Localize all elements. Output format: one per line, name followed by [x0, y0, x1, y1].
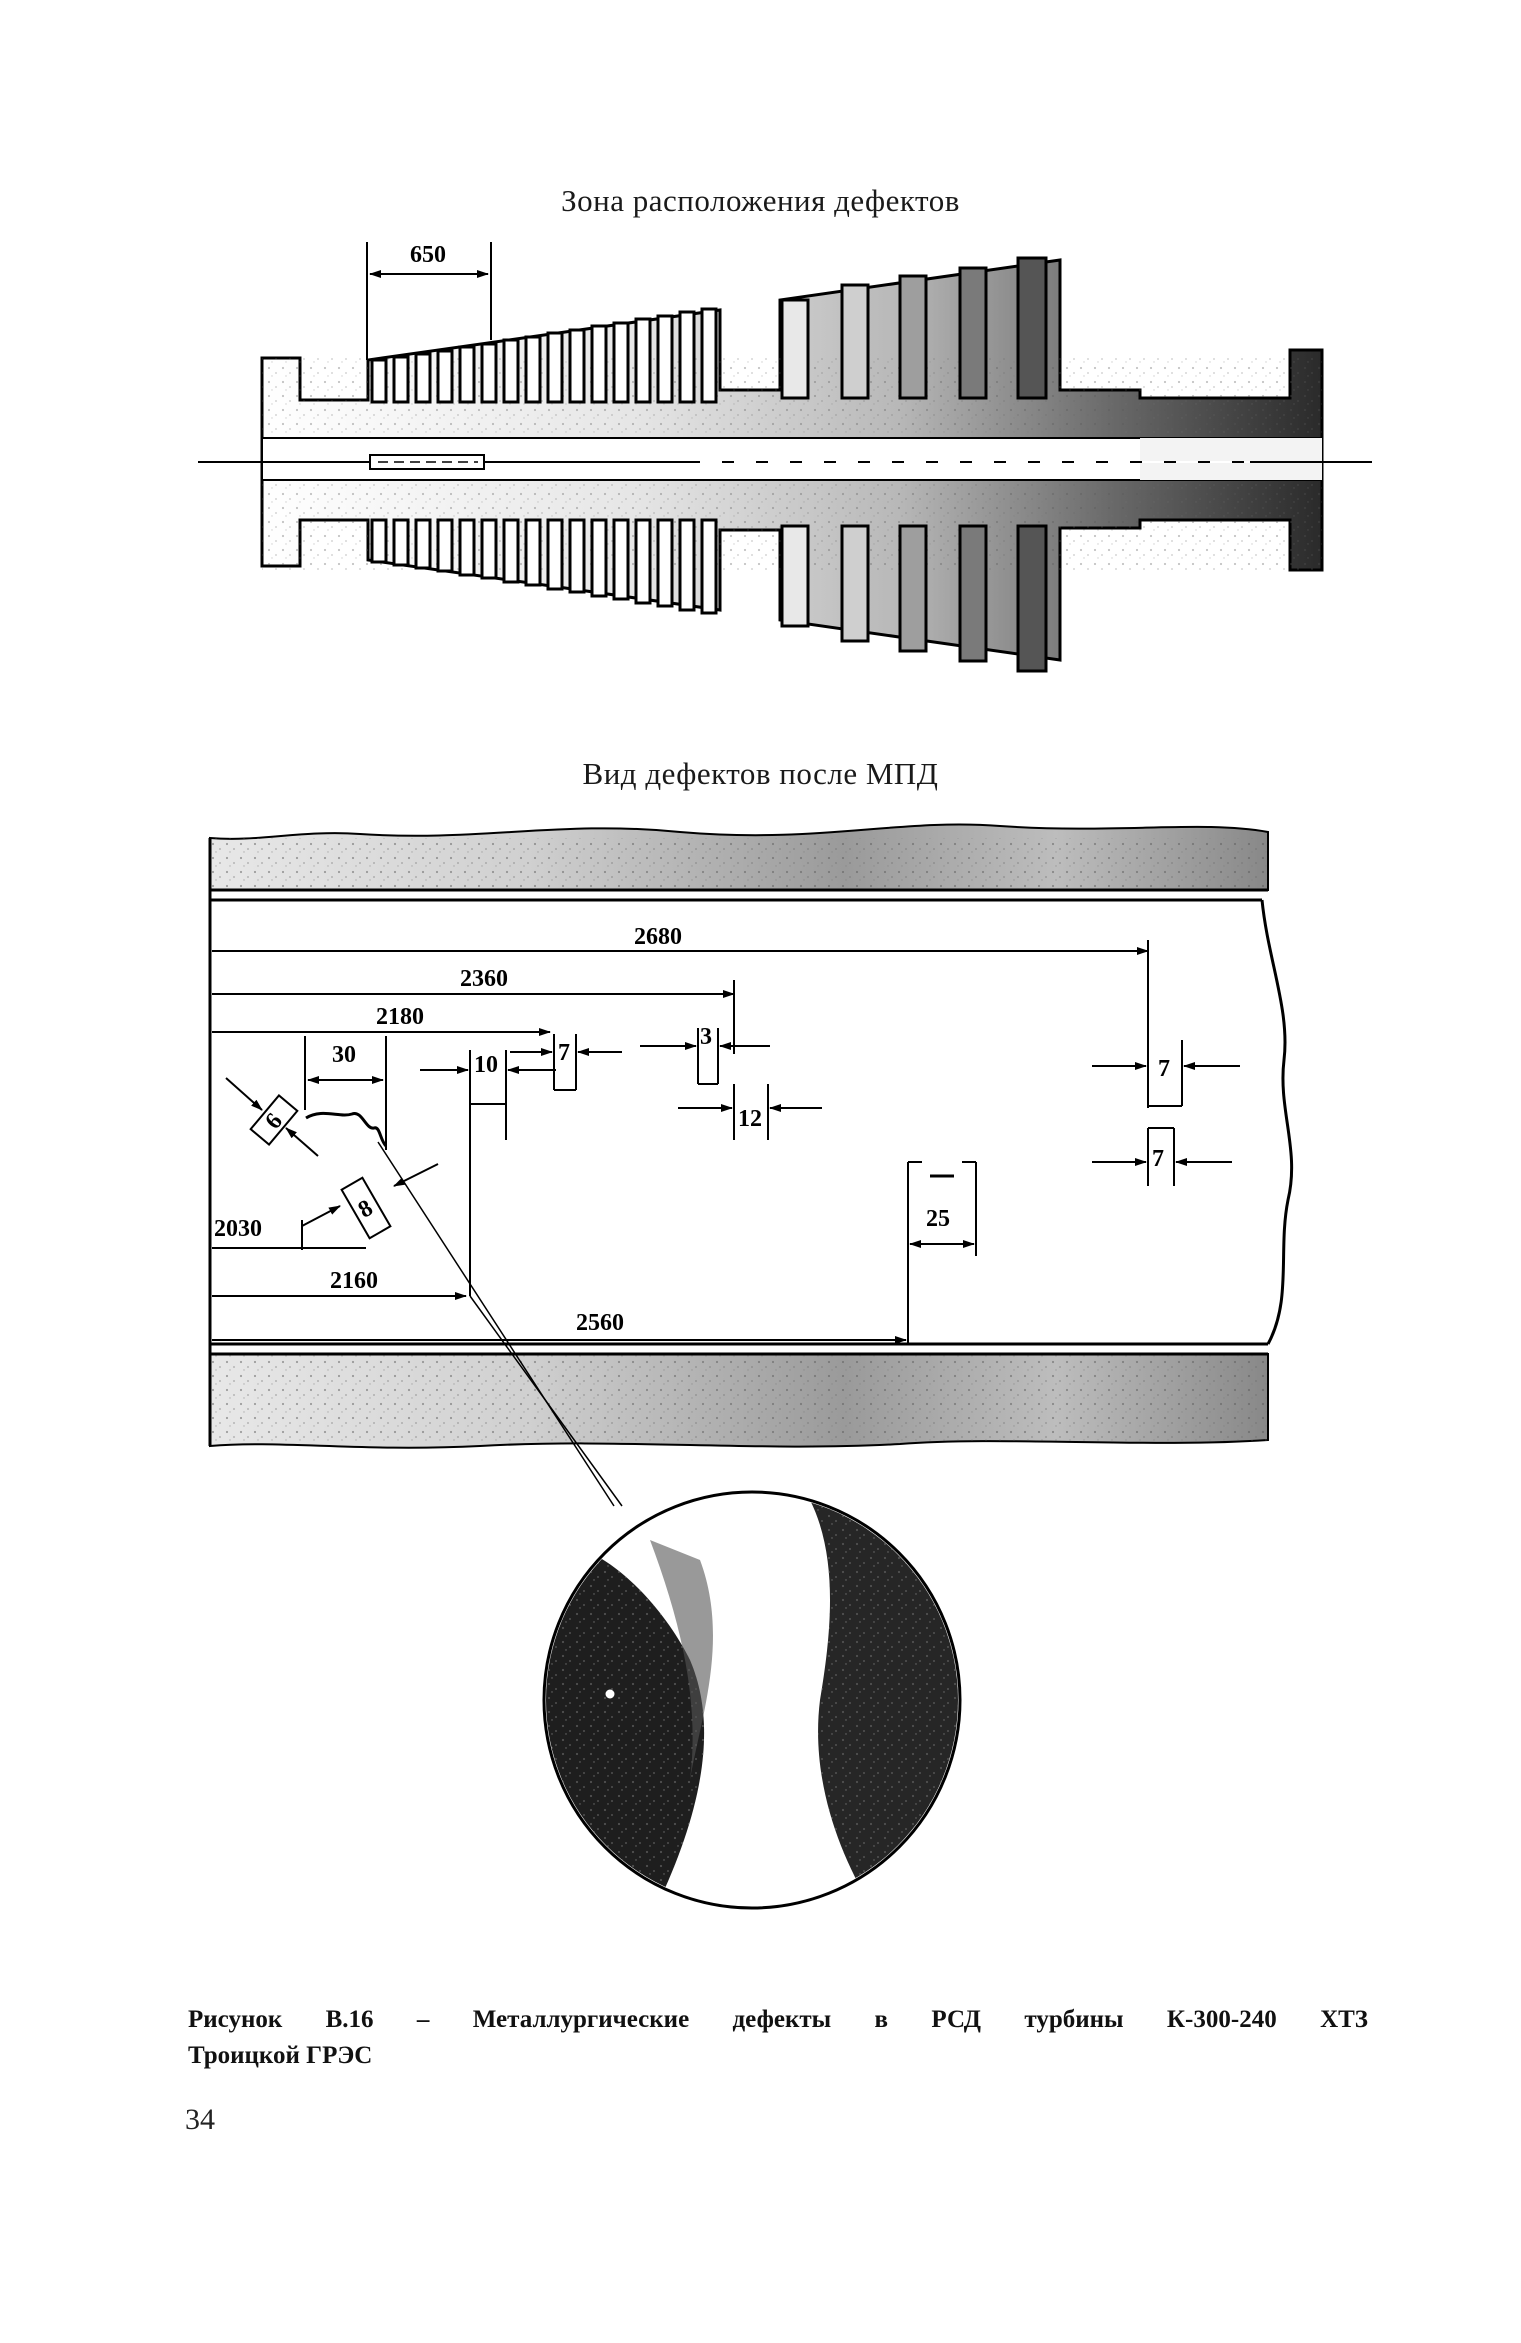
defect-zone-heading: Зона расположения дефектов [561, 183, 960, 218]
defect-7-first [510, 1034, 622, 1091]
dim-30: 30 [332, 1042, 356, 1068]
page-number: 34 [185, 2103, 215, 2136]
lower-large-discs [780, 524, 1048, 673]
caption-line-1: Рисунок В.16 – Металлургические дефекты … [188, 2006, 1368, 2033]
rotor-drawing: 650 [198, 242, 1372, 673]
defect-7-third [1092, 1127, 1232, 1186]
upper-discs [370, 307, 718, 404]
defect-view-heading: Вид дефектов после МПД [582, 756, 939, 791]
dim-7-first: 7 [558, 1040, 570, 1066]
zone-length-label: 650 [410, 242, 446, 268]
defect-3 [640, 1028, 770, 1085]
magnified-defect-view [542, 1490, 962, 1910]
crack-defect [305, 1111, 388, 1148]
dim-2180: 2180 [376, 1004, 424, 1030]
technical-figure: 650 [198, 242, 1372, 1910]
magnify-leader-line [377, 1141, 615, 1507]
dim-3: 3 [700, 1024, 712, 1050]
dim-2560: 2560 [576, 1310, 624, 1336]
lower-discs [370, 518, 718, 615]
dim-7-third: 7 [1152, 1146, 1164, 1172]
break-line [1260, 899, 1294, 1345]
defect-view-drawing: 2680 2360 2180 2030 2160 2560 30 6 [208, 823, 1294, 1507]
dim-2160: 2160 [330, 1268, 378, 1294]
caption-line-2: Троицкой ГРЭС [188, 2042, 373, 2069]
defect-12 [678, 1084, 822, 1140]
dim-25: 25 [926, 1206, 950, 1232]
dim-2030: 2030 [214, 1216, 262, 1242]
defect-25 [907, 1161, 977, 1344]
defect-10 [420, 1050, 556, 1296]
figure-caption: Рисунок В.16 – Металлургические дефекты … [188, 2002, 1368, 2074]
dim-12: 12 [738, 1106, 762, 1132]
defect-7-second [1092, 1040, 1240, 1107]
dim-2360: 2360 [460, 966, 508, 992]
dim-10: 10 [474, 1052, 498, 1078]
dim-2680: 2680 [634, 924, 682, 950]
defect-6: 6 [225, 1077, 319, 1157]
upper-large-discs [780, 256, 1048, 400]
dim-7-second: 7 [1158, 1056, 1170, 1082]
defect-8: 8 [301, 1163, 439, 1250]
